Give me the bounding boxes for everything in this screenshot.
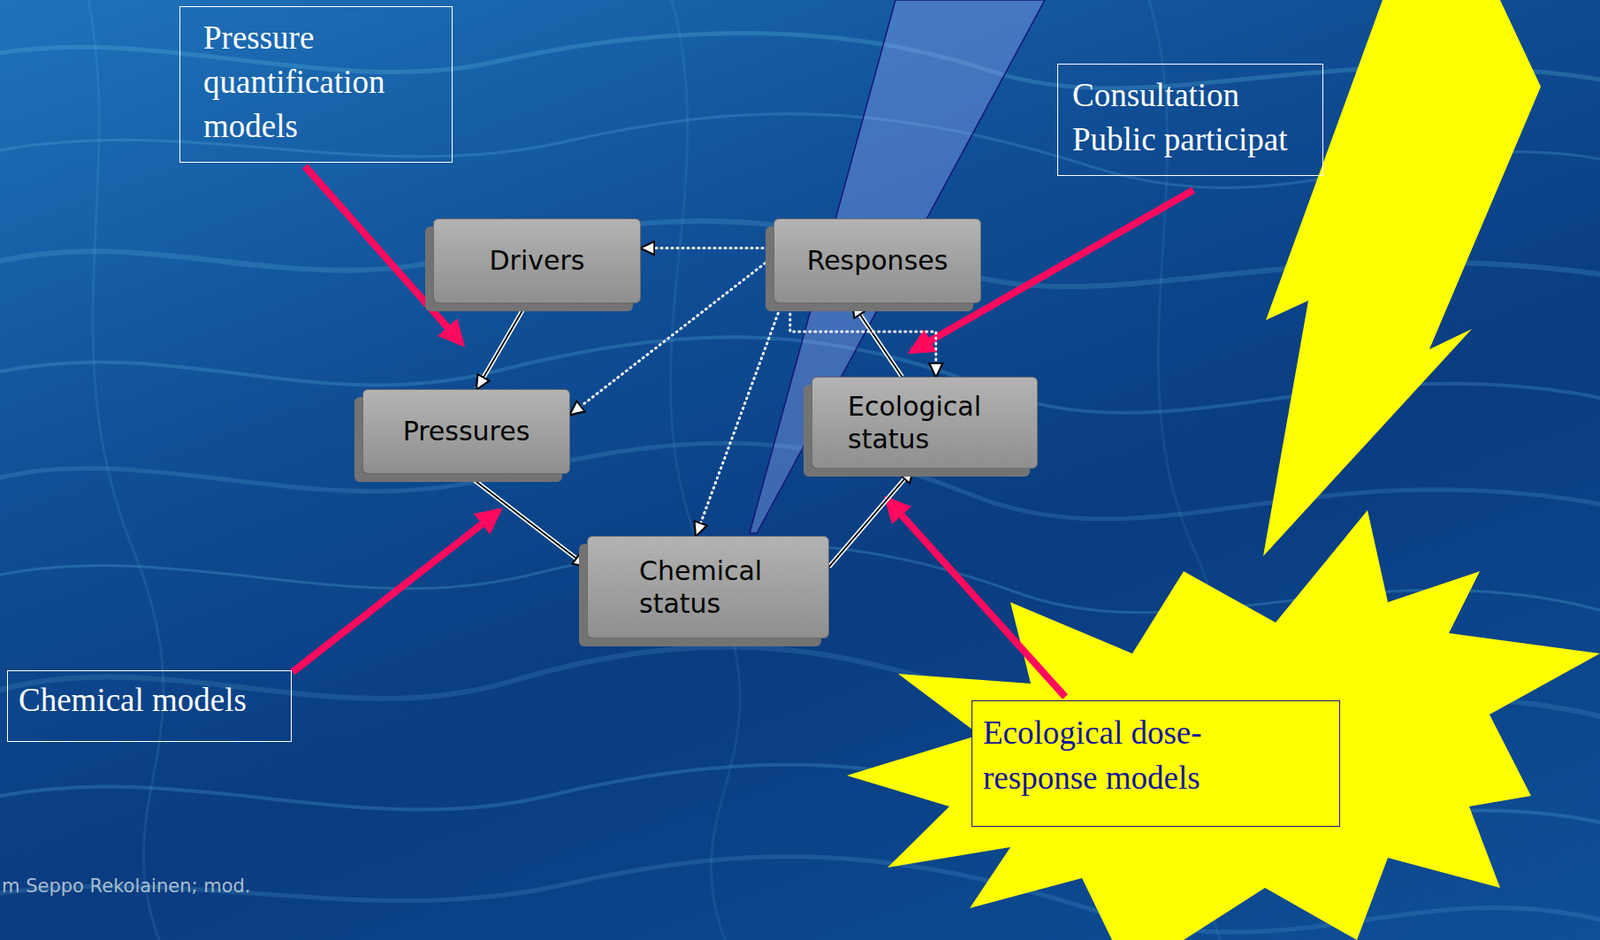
node-text: Consultation Public participat	[1072, 73, 1304, 162]
feedback-arrow	[790, 303, 937, 377]
connector-halo	[466, 473, 588, 567]
flow-arrow	[852, 303, 902, 377]
model-callout-box: Chemical models	[7, 670, 292, 742]
node-text: Pressure quantification models	[203, 15, 425, 149]
process-box: Ecological status	[811, 376, 1038, 469]
connector-halo	[852, 303, 902, 377]
process-box: Pressures	[362, 388, 571, 474]
connector-halo	[476, 303, 527, 389]
pointer-arrows	[292, 166, 1194, 697]
feedback-arrow	[640, 246, 774, 250]
model-callout-box: Consultation Public participat	[1057, 63, 1324, 176]
lightning-bolt	[1263, 0, 1541, 557]
connector-halo	[790, 303, 937, 377]
ripple	[88, 0, 164, 940]
node-text: Drivers	[489, 243, 586, 278]
model-callout-box: Ecological dose-response models	[971, 700, 1341, 827]
node-text: Pressures	[403, 414, 531, 449]
node-text: Ecological status	[847, 389, 1025, 457]
process-box: Responses	[773, 218, 982, 304]
ripple	[0, 442, 1600, 519]
connector-halo	[829, 468, 914, 567]
flow-arrow	[829, 468, 914, 567]
node-text: Chemical status	[639, 554, 816, 621]
pointer-arrow	[292, 510, 499, 672]
ripple	[670, 0, 740, 940]
model-callout-box: Pressure quantification models	[179, 6, 453, 163]
credit-text: m Seppo Rekolainen; mod.	[1, 875, 252, 897]
flow-arrow	[476, 303, 527, 389]
node-text: Ecological dose-response models	[982, 709, 1293, 800]
process-box: Chemical status	[586, 535, 830, 639]
flow-arrow	[466, 473, 588, 567]
feedback-arrow	[695, 303, 782, 536]
pointer-arrow	[887, 499, 1066, 697]
connector-halo	[640, 245, 774, 251]
light-beam	[749, 0, 1045, 534]
connector-halo	[695, 303, 782, 536]
source-credit: m Seppo Rekolainen; mod.	[1, 875, 252, 897]
process-box: Drivers	[433, 218, 641, 304]
node-text: Chemical models	[18, 678, 247, 723]
node-text: Responses	[807, 243, 949, 278]
